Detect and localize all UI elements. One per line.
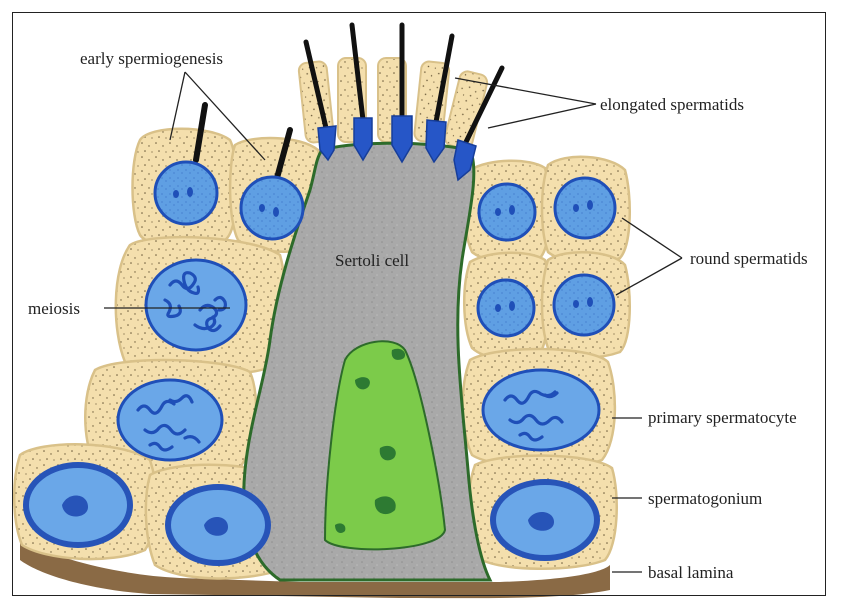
label-basal-lamina: basal lamina — [648, 563, 734, 582]
label-elongated-spermatids: elongated spermatids — [600, 95, 744, 114]
label-sertoli-cell: Sertoli cell — [335, 251, 409, 270]
label-primary-spermatocyte: primary spermatocyte — [648, 408, 797, 427]
label-spermatogonium: spermatogonium — [648, 489, 762, 508]
label-early-spermiogenesis: early spermiogenesis — [80, 49, 223, 68]
label-meiosis: meiosis — [28, 299, 80, 318]
label-round-spermatids: round spermatids — [690, 249, 808, 268]
meiosis-nucleus — [146, 260, 246, 350]
